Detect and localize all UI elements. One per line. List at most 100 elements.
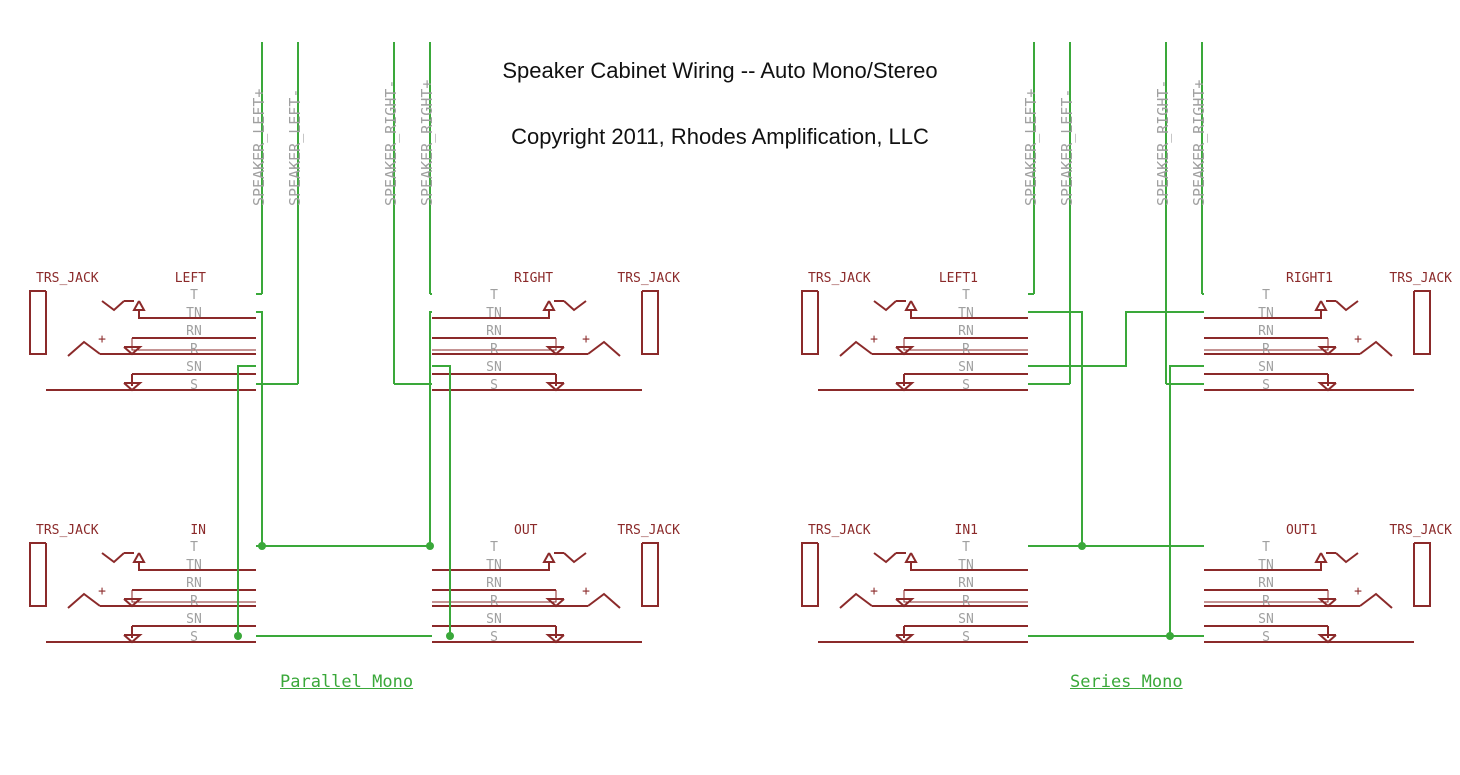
jack-0-0-pin-s: S: [190, 378, 198, 393]
jack-1-3-pin-s: S: [1262, 630, 1270, 645]
jack-0-2-pin-s: S: [190, 630, 198, 645]
jack-0-0-ring-arrow: [123, 346, 143, 356]
jack-0-0-pin-r: R: [190, 342, 198, 357]
jack-0-3-sleeve-body: [641, 542, 659, 607]
jack-1-2-pin-r: R: [962, 594, 970, 609]
jack-1-0-tip-spring: [873, 300, 897, 312]
jack-0-0-pin-t: T: [190, 288, 198, 303]
jack-0-3-ring-normal: [432, 590, 557, 603]
parallel-wire-right-tn: [429, 311, 432, 546]
jack-1-1-tip-arrow: [1314, 300, 1328, 311]
jack-1-3-plus-label: +: [1354, 584, 1362, 599]
jack-0-3-part-label: TRS_JACK: [617, 523, 680, 538]
jack-1-2-sleeve-arrow: [895, 634, 915, 644]
jack-1-3-pin-sn: SN: [1258, 612, 1274, 627]
jack-1-3-sleeve-arrow: [1317, 634, 1337, 644]
jack-0-3-tip-arrow: [542, 552, 556, 563]
series-net-speaker-left-plus: SPEAKER_LEFT+: [1022, 89, 1040, 206]
jack-0-2-sleeve-arrow: [123, 634, 143, 644]
jack-0-0-pin-rn: RN: [186, 324, 202, 339]
jack-0-3-pin-t: T: [490, 540, 498, 555]
jack-1-2-plus-label: +: [870, 584, 878, 599]
jack-1-2-sleeve-body: [801, 542, 819, 607]
jack-1-1-sleeve-arrow: [1317, 382, 1337, 392]
jack-1-1-plus-label: +: [1354, 332, 1362, 347]
jack-0-2-pin-tn: TN: [186, 558, 202, 573]
jack-0-1-sleeve-arrow: [545, 382, 565, 392]
jack-1-3-ref-label: OUT1: [1286, 523, 1317, 538]
jack-0-2-sleeve-body: [29, 542, 47, 607]
jack-1-0-tip-arrow: [904, 300, 918, 311]
jack-1-3-tip-arrow: [1314, 552, 1328, 563]
parallel-net-speaker-left-minus: SPEAKER_LEFT-: [286, 89, 304, 206]
jack-0-1-ref-label: RIGHT: [514, 271, 553, 286]
series-net-speaker-left-minus: SPEAKER_LEFT-: [1058, 89, 1076, 206]
jack-1-1-sleeve-body: [1413, 290, 1431, 355]
jack-0-3-pin-s: S: [490, 630, 498, 645]
jack-0-0-sleeve-body: [29, 290, 47, 355]
jack-1-1-pin-sn: SN: [1258, 360, 1274, 375]
jack-1-3-pin-rn: RN: [1258, 576, 1274, 591]
jack-0-0-tip-arrow: [132, 300, 146, 311]
jack-1-0-ref-label: LEFT1: [939, 271, 978, 286]
jack-1-0-ring-normal: [903, 338, 1028, 351]
jack-1-3-part-label: TRS_JACK: [1389, 523, 1452, 538]
jack-1-0-pin-sn: SN: [958, 360, 974, 375]
jack-0-1-tip-spring: [563, 300, 587, 312]
jack-0-2-part-label: TRS_JACK: [36, 523, 99, 538]
jack-0-1-pin-sn: SN: [486, 360, 502, 375]
jack-1-2-tip-spring: [873, 552, 897, 564]
jack-1-1-ring-spring: [1359, 340, 1393, 357]
jack-0-1-ring-spring: [587, 340, 621, 357]
jack-0-2-pin-rn: RN: [186, 576, 202, 591]
jack-1-0-sleeve-body: [801, 290, 819, 355]
jack-1-0-plus-label: +: [870, 332, 878, 347]
jack-0-1-tip-arrow: [542, 300, 556, 311]
jack-1-1-pin-rn: RN: [1258, 324, 1274, 339]
jack-1-0-ring-spring: [839, 340, 873, 357]
jack-1-2-ring-spring: [839, 592, 873, 609]
jack-0-1-tip-normal: [432, 310, 550, 319]
jack-0-1-plus-label: +: [582, 332, 590, 347]
jack-0-2-pin-sn: SN: [186, 612, 202, 627]
jack-1-0-pin-t: T: [962, 288, 970, 303]
jack-1-2-tip-arrow: [904, 552, 918, 563]
jack-1-0-pin-tn: TN: [958, 306, 974, 321]
series-mono-caption: Series Mono: [1070, 672, 1183, 692]
parallel-wire-left-sn: [237, 365, 256, 636]
jack-0-2-ring-arrow: [123, 598, 143, 608]
jack-1-1-ref-label: RIGHT1: [1286, 271, 1333, 286]
jack-1-0-pin-r: R: [962, 342, 970, 357]
jack-0-3-sleeve-arrow: [545, 634, 565, 644]
jack-1-1-ring-arrow: [1317, 346, 1337, 356]
jack-0-3-tip-spring: [563, 552, 587, 564]
jack-1-3-ring-normal: [1204, 590, 1329, 603]
jack-0-2-ring-normal: [131, 590, 256, 603]
jack-0-3-pin-r: R: [490, 594, 498, 609]
jack-0-0-ring-spring: [67, 340, 101, 357]
jack-1-0-ring-arrow: [895, 346, 915, 356]
jack-1-2-part-label: TRS_JACK: [808, 523, 871, 538]
jack-0-0-ring-normal: [131, 338, 256, 351]
jack-0-2-tip-arrow: [132, 552, 146, 563]
parallel-net-speaker-left-plus: SPEAKER_LEFT+: [250, 89, 268, 206]
jack-0-2-ref-label: IN: [190, 523, 206, 538]
series-wire-crossover: [1028, 311, 1204, 367]
series-net-speaker-right-minus: SPEAKER_RIGHT-: [1154, 80, 1172, 206]
jack-0-0-sleeve-arrow: [123, 382, 143, 392]
jack-1-1-pin-t: T: [1262, 288, 1270, 303]
jack-1-2-pin-s: S: [962, 630, 970, 645]
jack-1-2-pin-tn: TN: [958, 558, 974, 573]
jack-1-3-ring-spring: [1359, 592, 1393, 609]
series-junction-tip: [1078, 542, 1086, 550]
series-wire-right-sn: [1169, 365, 1204, 636]
jack-0-0-pin-sn: SN: [186, 360, 202, 375]
parallel-net-speaker-right-minus: SPEAKER_RIGHT-: [382, 80, 400, 206]
jack-0-2-tip-normal: [138, 562, 256, 571]
jack-1-0-tip-normal: [910, 310, 1028, 319]
jack-1-3-pin-tn: TN: [1258, 558, 1274, 573]
jack-0-0-plus-label: +: [98, 332, 106, 347]
jack-0-1-ring-arrow: [545, 346, 565, 356]
